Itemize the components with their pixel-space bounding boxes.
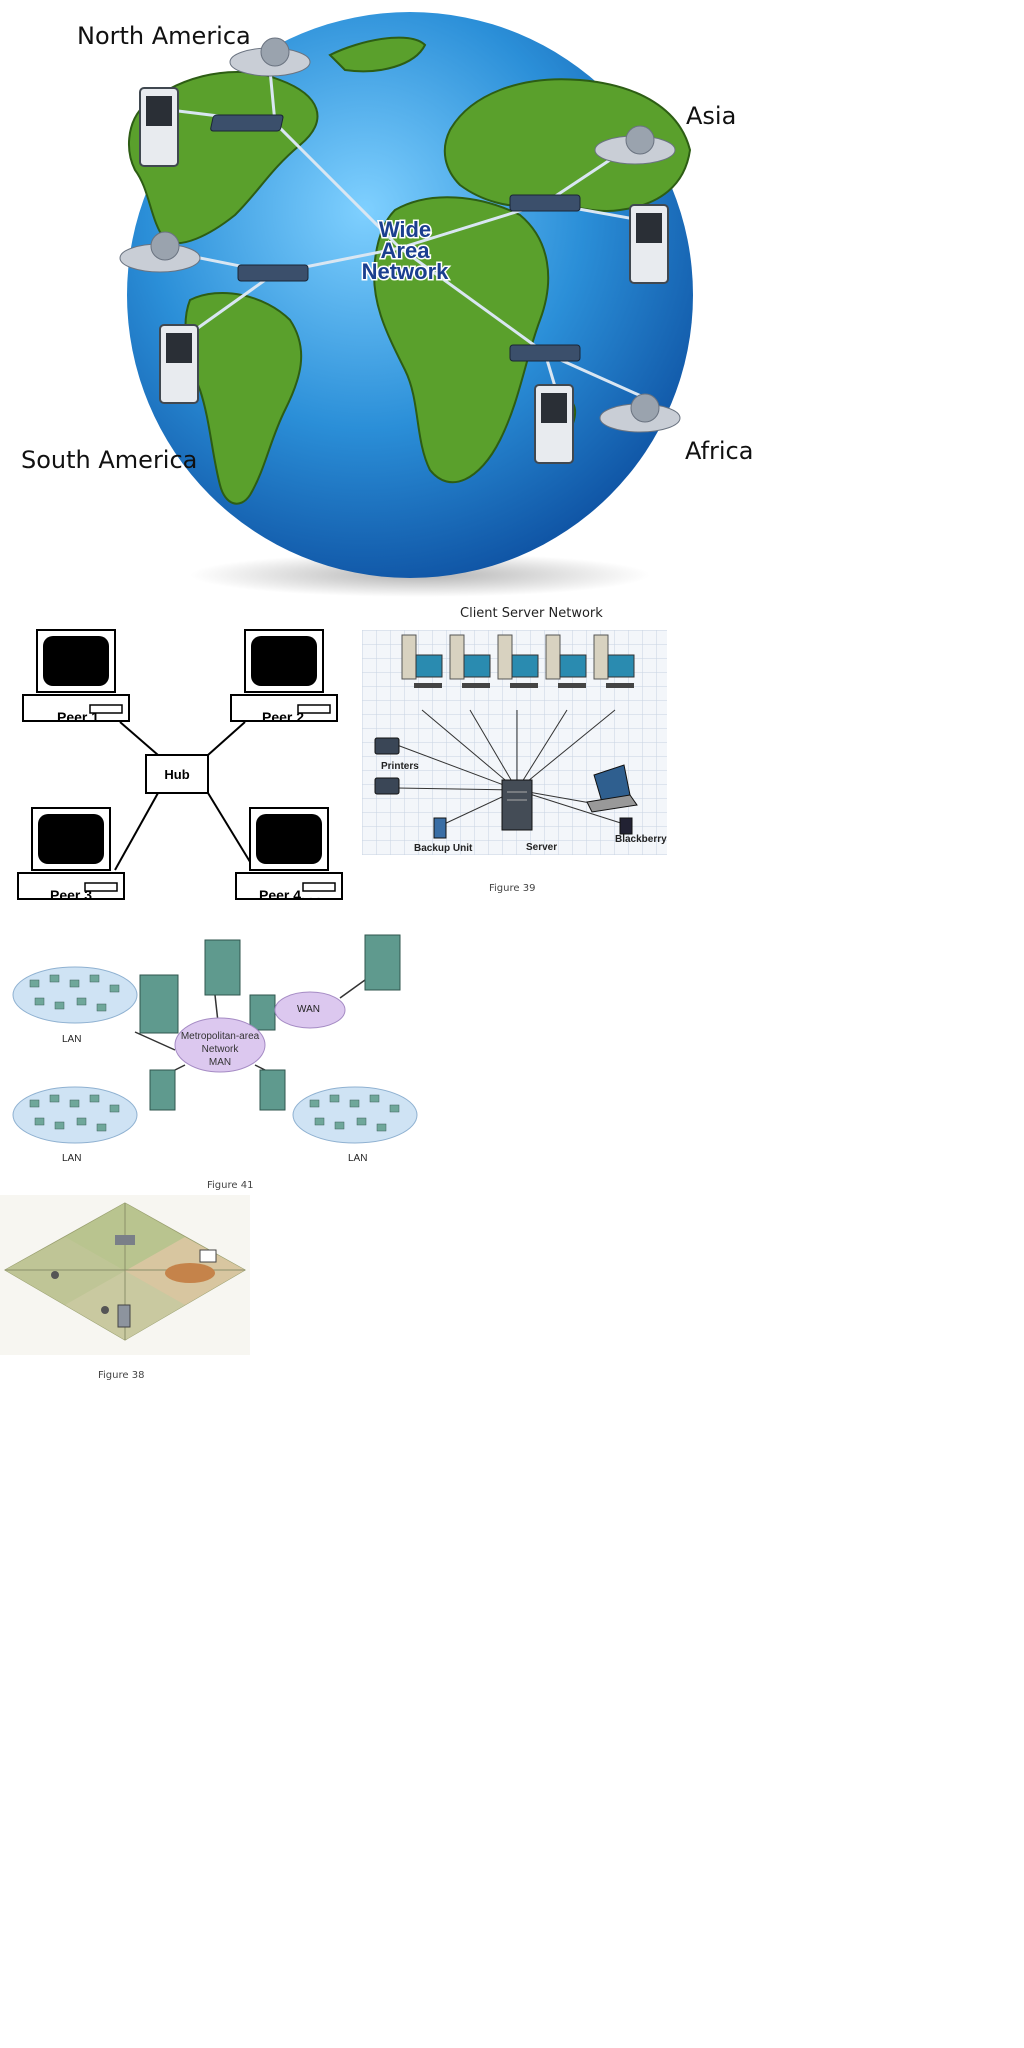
person-icon xyxy=(101,1306,109,1314)
region-label-north-america: North America xyxy=(77,22,251,50)
man-diagram xyxy=(12,934,418,1144)
wan-label: WAN xyxy=(297,1004,320,1015)
greenland-land xyxy=(328,36,427,73)
peer-label-4: Peer 4. . . xyxy=(259,887,321,903)
router-icon xyxy=(210,114,581,362)
hub-box xyxy=(145,754,209,794)
peer-to-peer-diagram: Hub xyxy=(17,629,343,900)
man-label-line-1: Metropolitan-area xyxy=(180,1031,260,1042)
svg-text:Network: Network xyxy=(362,259,450,284)
lan-label-2: LAN xyxy=(62,1153,82,1164)
region-label-africa: Africa xyxy=(685,437,754,465)
figure-39-caption: Figure 39 xyxy=(489,883,536,894)
svg-text:Wide: Wide xyxy=(379,217,431,242)
peer-label-3: Peer 3 xyxy=(50,887,93,903)
wireless-office-diagram xyxy=(0,1195,250,1355)
printer-icon xyxy=(374,737,400,795)
man-label: Metropolitan-area Network MAN xyxy=(170,1030,270,1069)
blackberry-label: Blackberry xyxy=(615,834,667,845)
client-server-diagram xyxy=(362,630,667,855)
lan-ellipse xyxy=(12,1086,138,1144)
lan-ellipse xyxy=(12,966,138,1024)
laptop-icon xyxy=(586,764,638,813)
building-icon xyxy=(139,934,401,1111)
lan-ellipse xyxy=(292,1086,418,1144)
printers-label: Printers xyxy=(381,761,419,772)
peer-label-1: Peer 1 xyxy=(57,709,100,725)
backup-unit-label: Backup Unit xyxy=(414,843,473,854)
computer-icon-peer-1 xyxy=(22,629,130,722)
client-server-title: Client Server Network xyxy=(460,606,603,621)
region-label-asia: Asia xyxy=(686,102,737,130)
africa-land xyxy=(373,196,550,484)
hub-label: Hub xyxy=(164,767,189,782)
server-icon xyxy=(501,779,533,831)
server-icon xyxy=(117,1304,131,1328)
backup-unit-icon xyxy=(433,817,447,839)
region-label-south-america: South America xyxy=(21,446,198,474)
projector-screen-icon xyxy=(199,1249,217,1263)
computer-icon-peer-2 xyxy=(230,629,338,722)
server-label: Server xyxy=(526,842,558,853)
person-icon xyxy=(51,1271,59,1279)
computer-icon-peer-4 xyxy=(235,807,343,900)
conference-table xyxy=(165,1263,215,1283)
wan-ellipse xyxy=(274,991,346,1029)
man-ellipse xyxy=(174,1017,266,1073)
lan-label-3: LAN xyxy=(348,1153,368,1164)
lan-label-1: LAN xyxy=(62,1034,82,1045)
webcam-icon xyxy=(119,37,681,433)
computer-icon-peer-3 xyxy=(17,807,125,900)
wan-globe-diagram: Wide Area Network xyxy=(119,12,693,597)
desk-icon xyxy=(115,1235,135,1245)
man-label-line-3: MAN xyxy=(208,1057,232,1068)
workstation-icon xyxy=(401,634,635,688)
wan-center-label: Wide Area Network xyxy=(360,216,451,286)
blackberry-icon xyxy=(619,817,633,835)
peer-label-2: Peer 2 xyxy=(262,709,305,725)
eurasia-land xyxy=(443,78,692,212)
svg-text:Area: Area xyxy=(381,238,431,263)
man-label-line-2: Network xyxy=(201,1044,239,1055)
south-america-land xyxy=(184,292,303,505)
figure-38-caption: Figure 38 xyxy=(98,1370,145,1381)
figure-41-caption: Figure 41 xyxy=(207,1180,254,1191)
